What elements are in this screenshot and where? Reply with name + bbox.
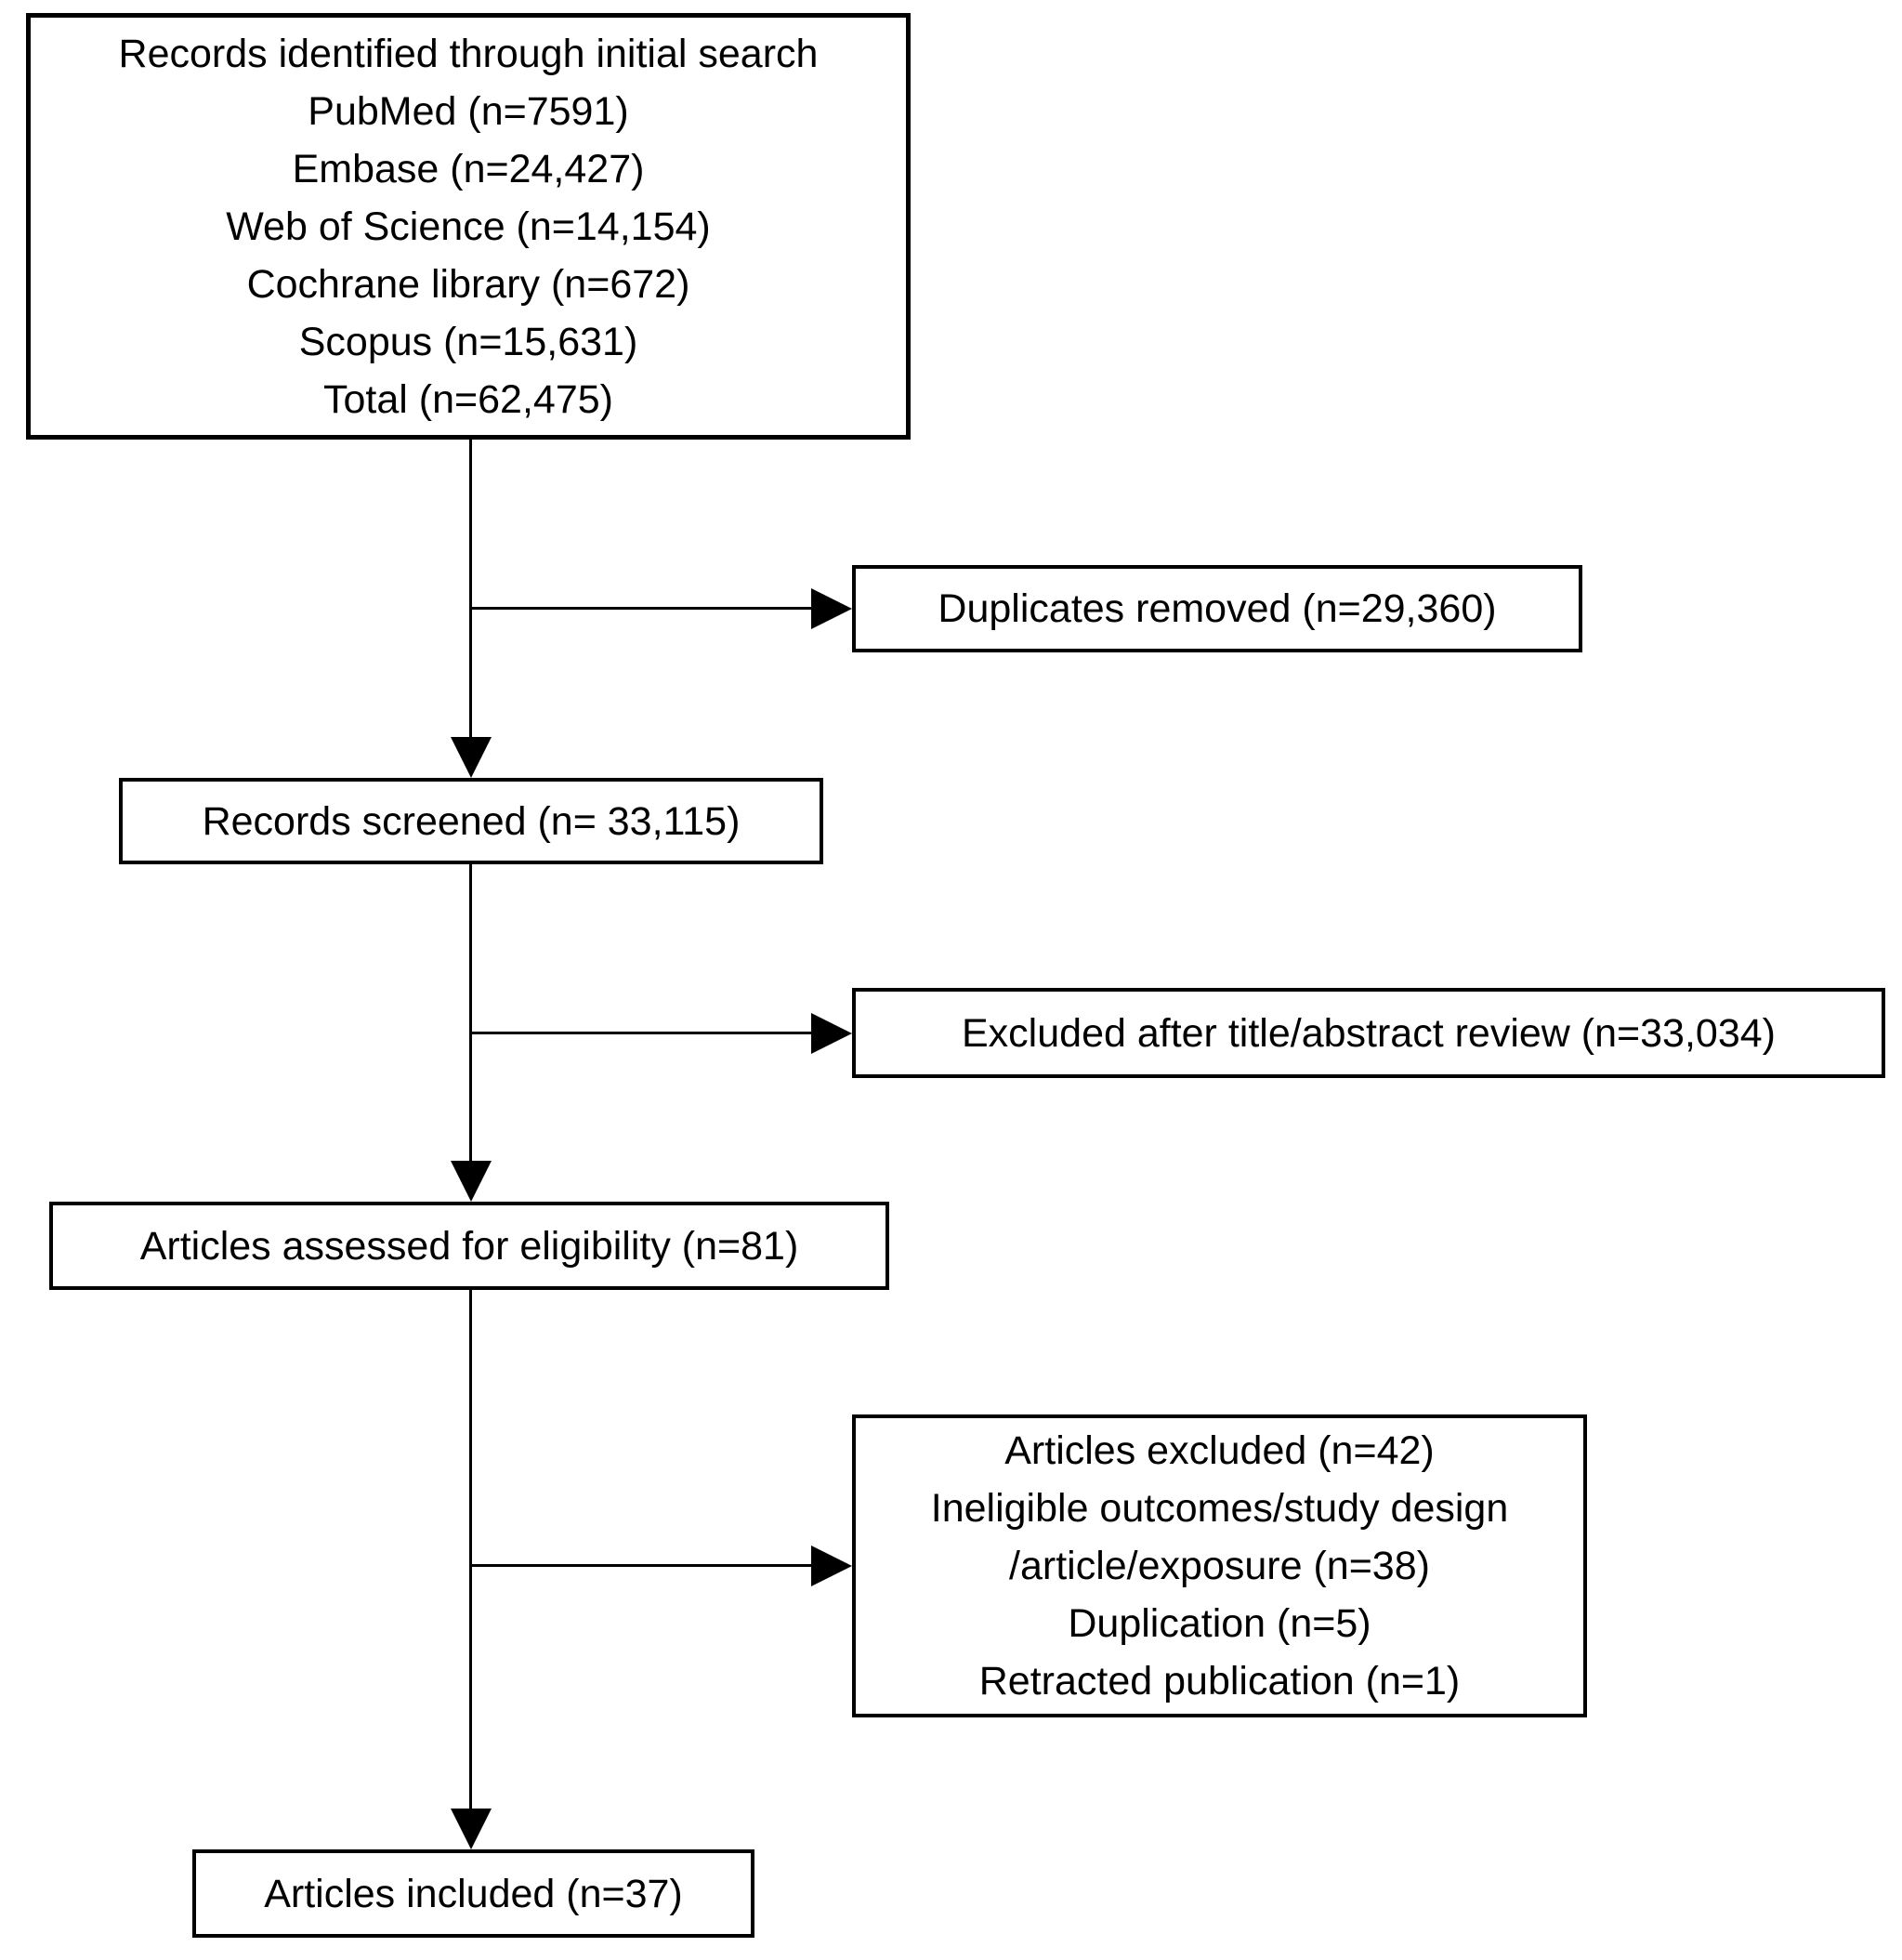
connector-line-to-duplicates-removed bbox=[470, 607, 813, 610]
box-articles-included: Articles included (n=37) bbox=[192, 1849, 754, 1938]
connector-line-identification-to-screened bbox=[469, 440, 472, 741]
box-records-identified: Records identified through initial searc… bbox=[26, 13, 911, 440]
connector-line-to-excluded-review bbox=[470, 1032, 813, 1034]
arrow-right-icon bbox=[811, 1013, 852, 1054]
arrow-right-icon bbox=[811, 588, 852, 629]
articles-included-label: Articles included (n=37) bbox=[264, 1871, 683, 1916]
box-excluded-title-abstract: Excluded after title/abstract review (n=… bbox=[852, 988, 1885, 1078]
articles-assessed-label: Articles assessed for eligibility (n=81) bbox=[139, 1223, 799, 1269]
arrow-down-icon bbox=[451, 737, 492, 778]
source-embase-count: Embase (n=24,427) bbox=[292, 146, 645, 191]
source-scopus-count: Scopus (n=15,631) bbox=[298, 319, 638, 364]
excluded-reason-duplication: Duplication (n=5) bbox=[1068, 1601, 1371, 1646]
arrow-right-icon bbox=[811, 1546, 852, 1586]
arrow-down-icon bbox=[451, 1161, 492, 1202]
box-articles-assessed: Articles assessed for eligibility (n=81) bbox=[49, 1202, 889, 1290]
box-duplicates-removed: Duplicates removed (n=29,360) bbox=[852, 565, 1582, 652]
records-screened-label: Records screened (n= 33,115) bbox=[202, 798, 741, 844]
duplicates-removed-label: Duplicates removed (n=29,360) bbox=[938, 586, 1497, 631]
connector-line-to-articles-excluded bbox=[470, 1564, 813, 1567]
box-articles-excluded: Articles excluded (n=42) Ineligible outc… bbox=[852, 1414, 1587, 1717]
articles-excluded-total: Articles excluded (n=42) bbox=[1004, 1428, 1435, 1473]
source-pubmed-count: PubMed (n=7591) bbox=[308, 88, 629, 134]
excluded-title-abstract-label: Excluded after title/abstract review (n=… bbox=[962, 1010, 1776, 1056]
source-total-count: Total (n=62,475) bbox=[323, 376, 613, 422]
arrow-down-icon bbox=[451, 1809, 492, 1849]
excluded-reason-ineligible-line2: /article/exposure (n=38) bbox=[1009, 1544, 1430, 1588]
records-identified-title: Records identified through initial searc… bbox=[118, 31, 819, 76]
connector-line-screened-to-assessed bbox=[469, 864, 472, 1164]
excluded-reason-ineligible-line1: Ineligible outcomes/study design bbox=[930, 1486, 1509, 1531]
source-cochrane-count: Cochrane library (n=672) bbox=[246, 261, 690, 307]
box-records-screened: Records screened (n= 33,115) bbox=[119, 778, 823, 864]
source-web-of-science-count: Web of Science (n=14,154) bbox=[226, 204, 711, 249]
connector-line-assessed-to-included bbox=[469, 1290, 472, 1812]
excluded-reason-retracted: Retracted publication (n=1) bbox=[978, 1659, 1461, 1703]
